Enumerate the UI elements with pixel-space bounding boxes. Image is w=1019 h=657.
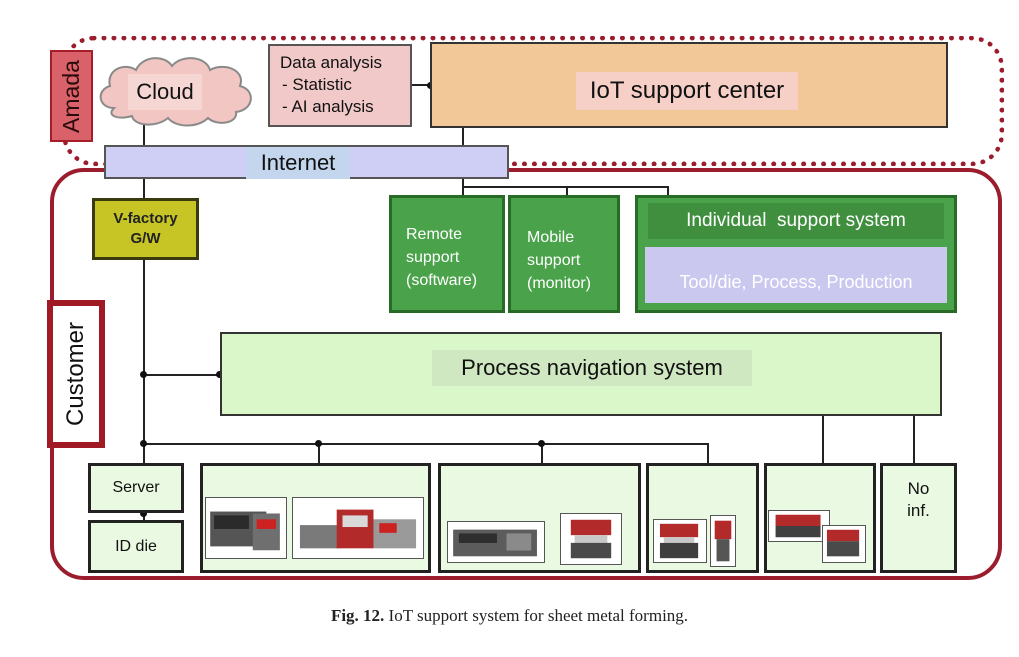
connector-line	[541, 443, 543, 463]
press-brake-image	[768, 510, 830, 542]
connector-line	[913, 416, 915, 463]
data-analysis-item: - Statistic	[282, 75, 352, 94]
junction-dot	[315, 440, 322, 447]
remote-support-box: Remote support (software)	[389, 195, 505, 313]
connector-line	[462, 179, 464, 187]
connector-line	[143, 374, 220, 376]
internet-label: Internet	[246, 147, 350, 179]
v-factory-gateway-box: V-factory G/W	[92, 198, 199, 260]
junction-dot	[538, 440, 545, 447]
connector-line	[462, 128, 464, 145]
connector-line	[822, 416, 824, 463]
server-box: Server	[88, 463, 184, 513]
caption-prefix: Fig. 12.	[330, 606, 385, 625]
connector-line	[566, 186, 568, 195]
press-brake-image	[822, 525, 866, 563]
data-analysis-title: Data analysis	[280, 53, 383, 72]
connector-line	[462, 186, 668, 188]
cloud-label: Cloud	[128, 74, 202, 110]
no-inf-line: inf.	[907, 501, 930, 520]
bending-robot-image	[710, 515, 736, 567]
connector-line	[143, 260, 145, 463]
mobile-support-box: Mobile support (monitor)	[508, 195, 620, 313]
laser-machine-image	[205, 497, 287, 559]
junction-dot	[216, 371, 223, 378]
connector-line	[318, 443, 320, 463]
remote-support-line: (software)	[406, 272, 478, 289]
process-navigation-system-label: Process navigation system	[432, 350, 752, 386]
mobile-support-line: Mobile	[527, 229, 575, 246]
junction-dot	[140, 440, 147, 447]
connector-line	[667, 186, 669, 195]
individual-support-system-title: Individual support system	[648, 203, 944, 239]
junction-dot	[140, 510, 147, 517]
no-information-box: No inf.	[880, 463, 957, 573]
id-die-box: ID die	[88, 520, 184, 573]
connector-line	[143, 123, 145, 145]
caption-text: IoT support system for sheet metal formi…	[388, 606, 689, 625]
mobile-support-line: support	[527, 252, 581, 269]
amada-label: Amada	[50, 50, 93, 142]
customer-label: Customer	[47, 300, 105, 448]
press-brake-image	[653, 519, 707, 563]
figure-caption: Fig. 12. IoT support system for sheet me…	[0, 606, 1019, 630]
press-brake-image	[560, 513, 622, 565]
iot-support-center-label: IoT support center	[576, 72, 798, 110]
v-factory-line: G/W	[130, 230, 161, 247]
data-analysis-item: - AI analysis	[282, 97, 374, 116]
individual-support-items: Tool/die, Process, Production	[645, 247, 947, 303]
v-factory-line: V-factory	[113, 210, 178, 227]
connector-line	[707, 443, 709, 463]
no-inf-line: No	[907, 479, 930, 498]
remote-support-line: Remote	[406, 226, 463, 243]
laser-machine-image	[447, 521, 545, 563]
connector-line	[143, 443, 709, 445]
amada-label-text: Amada	[58, 59, 84, 133]
customer-label-text: Customer	[62, 321, 89, 427]
connector-line	[143, 179, 145, 198]
connector-line	[411, 84, 431, 86]
junction-dot	[140, 371, 147, 378]
connector-line	[462, 186, 464, 195]
data-analysis-box: Data analysis - Statistic - AI analysis	[268, 44, 412, 127]
punch-press-line-image	[292, 497, 424, 559]
mobile-support-line: (monitor)	[527, 275, 592, 292]
remote-support-line: support	[406, 249, 460, 266]
